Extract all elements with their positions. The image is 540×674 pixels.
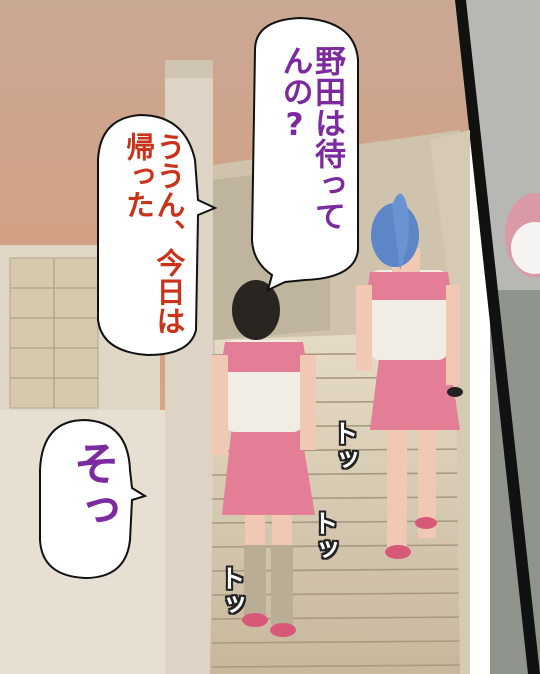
girl-blue-hair <box>356 193 463 559</box>
bubble-top-shape <box>250 16 359 292</box>
bubble-top-text: 野田は待ってんの? <box>276 45 345 231</box>
bubble-low-shape <box>39 418 148 580</box>
bubble-low-text: そっ <box>67 440 121 532</box>
girl-dark-hair <box>212 280 316 637</box>
bubble-mid-shape <box>97 113 218 357</box>
sfx-footstep-1: トッ <box>328 420 358 472</box>
panel-border-line <box>455 0 540 674</box>
sfx-footstep-3: トッ <box>215 565 245 617</box>
sfx-footstep-2: トッ <box>308 510 338 562</box>
bubble-mid-text: ううん、今日は帰った <box>121 132 186 335</box>
